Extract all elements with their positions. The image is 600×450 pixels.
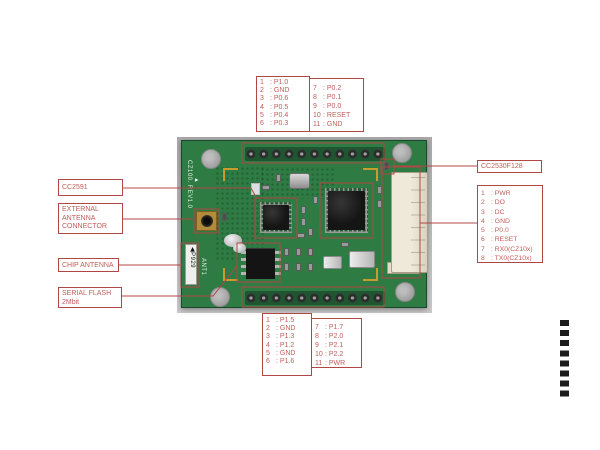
silkscreen-board-rev: CZ100. REV1.0 xyxy=(186,160,192,209)
bottom-pin-header xyxy=(245,291,385,305)
wire-connector xyxy=(391,172,428,273)
pin-row: 4: P0.5 xyxy=(260,103,289,111)
pin-row: 6: P0.3 xyxy=(260,120,289,128)
pin-row: 1: P1.5 xyxy=(266,317,295,324)
smd-component xyxy=(341,242,349,247)
mounting-hole xyxy=(395,282,415,302)
pin-row: 11: PWR xyxy=(315,360,346,367)
pin-row: 2: GND xyxy=(266,325,296,333)
connector-pins xyxy=(560,320,569,401)
cc2530-chip xyxy=(325,188,368,233)
smd-component xyxy=(222,213,227,221)
smd-component xyxy=(297,233,305,238)
gold-bracket xyxy=(363,168,378,181)
pin-row: 9: P0.0 xyxy=(313,103,342,110)
pin-row: 8: P0.1 xyxy=(313,94,342,101)
pin-row: 1: P1.0 xyxy=(260,79,289,86)
pin-row: 6: P1.6 xyxy=(266,358,295,366)
smd-component xyxy=(296,263,301,271)
gold-bracket xyxy=(363,268,378,281)
cc2591-chip xyxy=(260,202,292,233)
silkscreen-mark: ▲ xyxy=(193,177,199,184)
chip-die xyxy=(263,205,289,230)
smd-component xyxy=(301,206,306,214)
silkscreen-ant1: ANT1 xyxy=(200,258,206,276)
label-serial-flash: SERIAL FLASH 2Mbit xyxy=(58,287,122,308)
smd-component xyxy=(308,263,313,271)
pcb-photo: CZ100. REV1.0 ▲ ANT1 ◀P929 xyxy=(177,137,569,401)
label-chip-antenna: CHIP ANTENNA xyxy=(58,258,119,272)
pin-row: 11: GND xyxy=(313,121,343,128)
mounting-hole xyxy=(210,287,230,307)
smd-component xyxy=(308,248,313,256)
smd-component xyxy=(384,162,389,170)
pin-row: 10: P2.2 xyxy=(315,351,344,358)
crystal xyxy=(289,173,310,189)
flash-leads xyxy=(275,251,281,278)
smd-component xyxy=(284,263,289,271)
top-pin-header xyxy=(245,147,385,161)
gold-bracket xyxy=(223,268,238,281)
pin-row: 5: P0.0 xyxy=(481,227,509,235)
pin-row: 8: P2.0 xyxy=(315,333,344,340)
pin-row: 7: P1.7 xyxy=(315,324,344,331)
smd-component xyxy=(284,248,289,256)
label-cc2591: CC2591 xyxy=(58,179,123,196)
pin-row: 10: RESET xyxy=(313,112,351,119)
pin-row: 4: P1.2 xyxy=(266,341,295,349)
label-external-antenna-connector: EXTERNAL ANTENNA CONNECTOR xyxy=(58,203,123,234)
pin-row: 3: P0.6 xyxy=(260,95,289,103)
smd-component xyxy=(301,218,306,226)
mounting-hole xyxy=(392,143,412,163)
pin-row: 9: P2.1 xyxy=(315,342,344,349)
gold-bracket xyxy=(223,168,238,181)
smd-component xyxy=(308,228,313,236)
pin-table-top-right: 7: P0.2 8: P0.1 9: P0.0 10: RESET 11: GND xyxy=(309,78,364,132)
mounting-hole xyxy=(201,149,221,169)
serial-flash-chip xyxy=(246,248,275,279)
pin-row: 7: RX0(CZ10x) xyxy=(481,245,533,253)
antenna-part-number: ◀P929 xyxy=(189,247,195,269)
smd-component xyxy=(296,248,301,256)
smd-component xyxy=(377,200,382,208)
small-metal-part xyxy=(323,256,342,269)
chip-die xyxy=(328,191,365,230)
pin-row: 3: DC xyxy=(481,208,505,216)
pin-row: 5: GND xyxy=(266,349,296,357)
ufl-antenna-connector xyxy=(196,211,217,231)
label-cc2530f128: CC2530F128 xyxy=(477,160,542,173)
smd-component xyxy=(262,185,270,190)
pin-row: 7: P0.2 xyxy=(313,85,342,92)
pin-row: 4: GND xyxy=(481,217,510,225)
pin-table-bottom-right: 7: P1.7 8: P2.0 9: P2.1 10: P2.2 11: PWR xyxy=(311,318,362,368)
pin-row: 2: GND xyxy=(260,87,290,95)
silkscreen-label xyxy=(251,183,260,195)
pin-row: 1: PWR xyxy=(481,190,511,197)
crystal-2 xyxy=(349,251,375,268)
pin-row: 8: TX0(CZ10x) xyxy=(481,255,532,263)
smd-component xyxy=(377,186,382,194)
pin-row: 2: DO xyxy=(481,199,505,207)
smd-component xyxy=(276,174,281,182)
pin-row: 3: P1.3 xyxy=(266,333,295,341)
smd-component xyxy=(313,196,318,204)
pin-row: 5: P0.4 xyxy=(260,111,289,119)
pin-row: 6: RESET xyxy=(481,236,518,244)
